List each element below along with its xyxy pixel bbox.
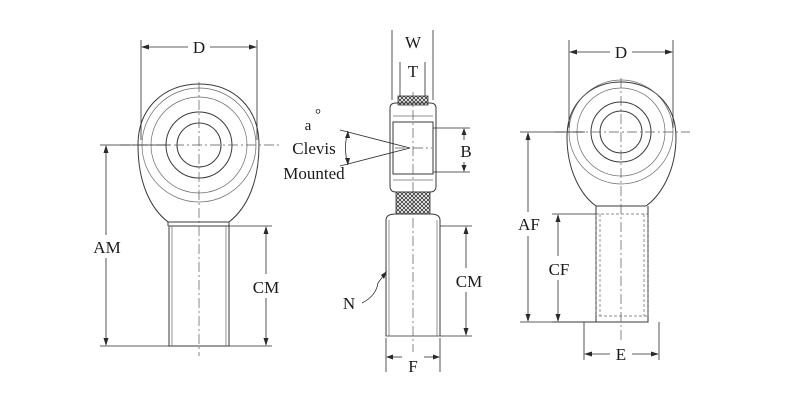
- right-e-arrow-left: [584, 351, 592, 357]
- left-d-arrow-left: [141, 44, 149, 50]
- right-hidden-bore: [595, 213, 649, 317]
- right-body: [595, 206, 649, 323]
- mid-cm-arrow-bottom: [463, 328, 469, 336]
- left-d-arrow-right: [249, 44, 257, 50]
- mid-upper-body: [389, 102, 437, 193]
- mid-angle-arrow-top: [345, 131, 350, 138]
- left-am-arrow-bottom: [103, 338, 109, 346]
- right-cf-arrow-top: [555, 214, 561, 222]
- mid-b-arrow-bottom: [461, 165, 467, 172]
- mid-f-label: F: [408, 357, 417, 376]
- mid-a-label: a: [305, 118, 312, 134]
- mid-n-label: N: [343, 294, 355, 313]
- mid-cm-label: CM: [456, 272, 482, 291]
- right-head-outline: [566, 81, 677, 207]
- left-cm-label: CM: [253, 278, 279, 297]
- mid-n-leader: [361, 271, 387, 304]
- right-cf-label: CF: [549, 260, 570, 279]
- left-am-arrow-top: [103, 145, 109, 153]
- mid-mounted-label: Mounted: [283, 164, 345, 183]
- mid-w-label: W: [405, 33, 422, 52]
- right-d-label: D: [615, 43, 627, 62]
- left-am-label: AM: [93, 238, 120, 257]
- mid-b-label: B: [460, 142, 471, 161]
- right-af-arrow-bottom: [525, 314, 531, 322]
- right-af-label: AF: [518, 215, 540, 234]
- left-cm-arrow-bottom: [263, 338, 269, 346]
- left-view-male-rod-end: D AM CM: [93, 38, 280, 356]
- mid-t-label: T: [408, 62, 419, 81]
- right-view-female-rod-end: D AF CF E: [518, 40, 690, 364]
- mid-degree-label: °: [315, 107, 321, 123]
- left-d-label: D: [193, 38, 205, 57]
- left-cm-arrow-top: [263, 226, 269, 234]
- mid-f-arrow-left: [386, 354, 393, 360]
- left-head-outline: [137, 83, 260, 223]
- right-e-arrow-right: [651, 351, 659, 357]
- middle-view-side: W T a ° Clevis Mounted: [283, 30, 482, 376]
- mid-n-arrow: [381, 271, 387, 279]
- mid-clevis-label: Clevis: [292, 139, 335, 158]
- mid-angle-line-top: [339, 129, 411, 149]
- right-cf-arrow-bottom: [555, 314, 561, 322]
- left-neck: [167, 222, 230, 226]
- mid-angle-arrow-bottom: [345, 158, 350, 165]
- right-af-arrow-top: [525, 132, 531, 140]
- mid-angle-line-bottom: [339, 147, 411, 167]
- mid-b-arrow-top: [461, 128, 467, 135]
- mid-cm-arrow-top: [463, 226, 469, 234]
- mid-shank: [385, 213, 441, 337]
- mid-f-arrow-right: [433, 354, 440, 360]
- right-e-label: E: [616, 345, 626, 364]
- right-d-arrow-left: [569, 49, 577, 55]
- right-d-arrow-right: [665, 49, 673, 55]
